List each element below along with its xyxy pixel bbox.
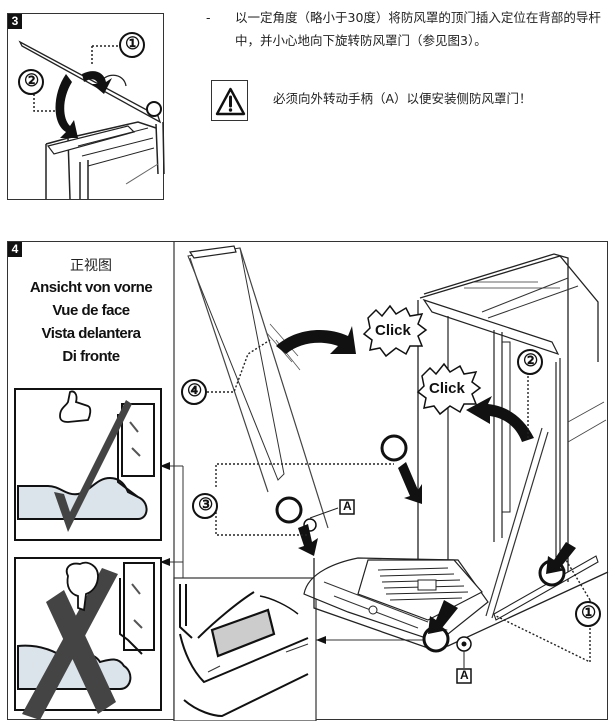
caption-es: Vista delantera xyxy=(41,325,141,342)
handle-label-a: A xyxy=(343,499,352,513)
correct-inset xyxy=(14,388,162,541)
down-arrow-icon xyxy=(298,524,318,556)
thumbs-down-icon xyxy=(65,561,99,612)
caption-zh: 正视图 xyxy=(70,258,112,274)
label-a-box xyxy=(456,668,472,684)
x-mark-stroke-1 xyxy=(46,590,116,714)
arrow-2-icon xyxy=(55,74,78,138)
guide-knob-icon xyxy=(275,496,303,524)
handle-label-a: A xyxy=(460,668,469,682)
callout-2: ② xyxy=(24,71,40,90)
thumbs-up-icon xyxy=(59,390,92,423)
figure-4: 4 正视图 Ansicht von vorne Vue de face Vist… xyxy=(7,241,609,721)
check-mark-icon xyxy=(54,400,132,532)
callout-4: ④ xyxy=(187,381,203,400)
down-arrow-icon xyxy=(428,600,458,634)
click-burst-1 xyxy=(362,304,428,358)
view-caption: 正视图 Ansicht von vorne Vue de face Vista … xyxy=(8,256,174,368)
swing-arrow-icon xyxy=(276,326,356,354)
push-arrow-icon xyxy=(466,396,534,442)
warning-text: 必须向外转动手柄（A）以便安装侧防风罩门！ xyxy=(273,91,532,106)
down-arrow-icon xyxy=(546,542,576,574)
figure-3-illustration xyxy=(18,32,165,200)
click-label-1: Click xyxy=(375,322,411,339)
x-mark-stroke-2 xyxy=(22,568,118,720)
figure-number: 3 xyxy=(8,14,22,29)
figure-3: 3 ① ② xyxy=(7,13,165,200)
bullet: - xyxy=(206,10,211,25)
arrow-1-icon xyxy=(82,71,112,94)
handle-detail-inset xyxy=(173,577,317,721)
down-arrow-icon xyxy=(398,462,422,504)
callout-1: ① xyxy=(581,603,597,622)
guide-knob-icon xyxy=(146,101,162,117)
caption-fr: Vue de face xyxy=(52,302,130,319)
incorrect-inset xyxy=(14,557,162,720)
click-label-2: Click xyxy=(429,380,465,397)
warning-icon-box xyxy=(211,80,248,121)
caption-it: Di fronte xyxy=(62,348,120,365)
guide-knob-icon xyxy=(380,434,408,462)
callout-2: ② xyxy=(523,351,539,370)
figure-number: 4 xyxy=(8,242,22,257)
caption-de: Ansicht von vorne xyxy=(29,279,153,296)
click-burst-2 xyxy=(416,362,482,416)
warning-triangle-icon xyxy=(215,87,246,116)
label-a-box xyxy=(339,499,355,515)
callout-1: ① xyxy=(125,34,141,53)
instruction-text: 以一定角度（略小于30度）将防风罩的顶门插入定位在背部的导杆中，并小心地向下旋转… xyxy=(235,10,601,48)
callout-3: ③ xyxy=(198,495,214,514)
figure-4-illustration xyxy=(14,242,609,721)
